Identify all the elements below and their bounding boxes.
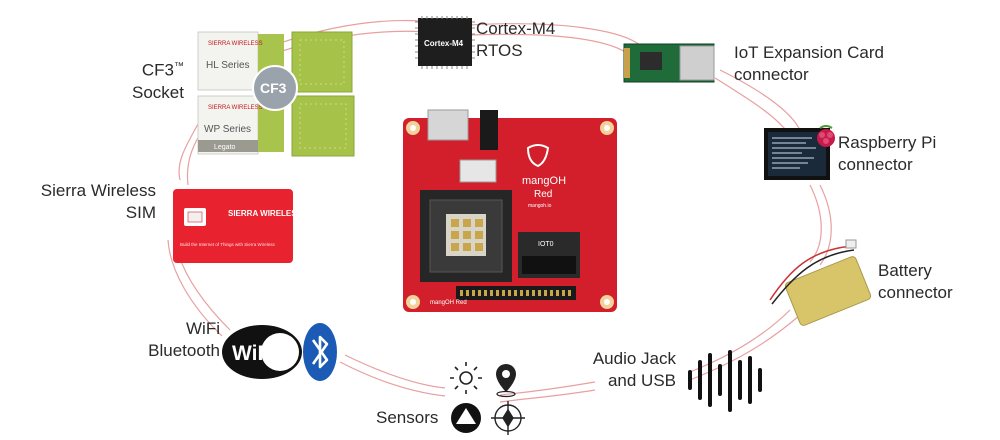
battery-image [769,239,872,326]
sim-label-line2: SIM [125,203,156,222]
compass-icon [491,401,525,435]
cortex-label: Cortex-M4 RTOS [476,18,555,62]
sim-tagline-text: Build the Internet of Things with Sierra… [180,242,275,247]
board-silk-bottom: mangOH Red [430,300,467,306]
board-silk-iot: IOT0 [538,241,554,248]
bluetooth-icon [303,323,337,381]
mangoh-board-image: IOT0 mangOH Red mangoh.io mangOH Red [403,109,617,312]
cortex-chip-image: Cortex-M4 [415,16,475,69]
module-brand-text-2: SIERRA WIRELESS [208,105,263,111]
cf3-socket-label: CF3™ Socket [110,56,184,104]
location-pin-icon [496,364,516,398]
battery-label: Battery connector [878,260,953,304]
cf3-label-line1: CF3 [141,60,174,80]
rpi-label-line2: connector [838,155,913,174]
rpi-label-line1: Raspberry Pi [838,133,937,152]
iot-card-image [623,43,715,83]
wifi-label-line1: WiFi [186,319,220,338]
chip-text: Cortex-M4 [424,39,464,48]
sun-icon [450,362,482,394]
cf3-label-line2: Socket [132,82,184,102]
sound-wave-icon [688,350,762,412]
connection-ring [167,19,832,403]
cf3-badge-text: CF3 [260,80,287,96]
battery-label-line2: connector [878,283,953,302]
cf3-modules-image: SIERRA WIRELESS HL Series SIERRA WIRELES… [197,31,355,157]
wifi-logo-text: WiFi [232,342,276,365]
board-variant-text: Red [534,189,552,200]
iot-label-line1: IoT Expansion Card [734,43,884,62]
cortex-label-line2: RTOS [476,41,523,60]
sim-label: Sierra Wireless SIM [20,180,156,224]
cf3-tm: ™ [174,61,184,72]
board-url-text: mangoh.io [528,203,552,209]
audio-label-line1: Audio Jack [592,349,676,368]
iot-label-line2: connector [734,65,809,84]
sim-label-line1: Sierra Wireless [40,181,156,200]
sim-card-image: SIERRA WIRELESS Build the Internet of Th… [173,189,303,263]
rpi-label: Raspberry Pi connector [838,132,936,176]
board-name-text: mangOH [522,175,566,187]
sensors-label: Sensors [376,408,439,427]
battery-label-line1: Battery [878,261,932,280]
mountain-icon [451,403,481,433]
cortex-label-line1: Cortex-M4 [476,19,556,38]
raspberry-icon [817,125,835,147]
wifi-label-line2: Bluetooth [148,341,220,360]
legato-text: Legato [214,144,236,151]
raspberry-screen-image [764,125,835,180]
wifi-label: WiFi Bluetooth [128,318,220,362]
audio-label: Audio Jack and USB [580,348,676,392]
sim-brand-text: SIERRA WIRELESS [228,209,303,218]
wifi-logo-image: WiFi [222,325,302,379]
wp-series-text: WP Series [204,124,251,135]
module-brand-text: SIERRA WIRELESS [208,41,263,47]
iot-label: IoT Expansion Card connector [734,42,884,86]
hl-series-text: HL Series [206,60,250,71]
audio-label-line2: and USB [607,371,676,390]
